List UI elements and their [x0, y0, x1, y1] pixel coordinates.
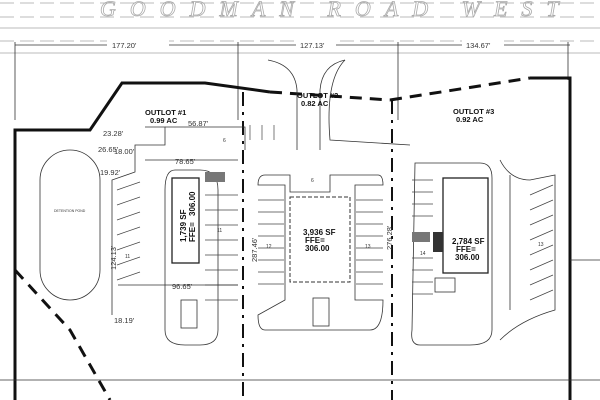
building-3-ffe-label: FFE= — [456, 245, 476, 254]
dim-56-87: 56.87' — [188, 119, 209, 128]
dim-287-46: 287.46' — [250, 237, 259, 262]
road-name: GOODMAN ROAD WEST — [100, 0, 573, 21]
building-1-ffe-label: FFE= — [188, 222, 197, 242]
frontage-dimensions: 177.20' 127.13' 134.67' — [14, 40, 570, 120]
building-1-ffe: 306.00 — [188, 191, 197, 216]
dim-18-19: 18.19' — [114, 316, 135, 325]
outlot-2-name: OUTLOT #2 — [297, 91, 338, 100]
parking-count: 13 — [365, 244, 371, 250]
dim-96-65: 96.65' — [172, 282, 193, 291]
dim-276-28: 276.28' — [385, 225, 394, 250]
parking-count: 6 — [311, 178, 314, 184]
dim-19-92: 19.92' — [100, 168, 121, 177]
frontage-dim-2: 127.13' — [300, 41, 325, 50]
building-1-area: 1,739 SF — [179, 209, 188, 242]
dim-18: 18.00' — [114, 147, 135, 156]
dim-78-65: 78.65' — [175, 157, 196, 166]
road: GOODMAN ROAD WEST — [0, 0, 600, 54]
pond-label: DETENTION POND — [54, 209, 86, 213]
building-3-ffe: 306.00 — [455, 253, 480, 262]
outlot-3-area: 0.92 AC — [456, 115, 484, 124]
parking-count: 12 — [266, 244, 272, 250]
parking-count: 11 — [125, 254, 130, 260]
outlot-3-layout: 2,784 SF FFE= 306.00 14 13 — [411, 159, 556, 346]
frontage-dim-1: 177.20' — [112, 41, 137, 50]
building-3-area: 2,784 SF — [452, 237, 485, 246]
dim-26-65: 26.65' — [98, 145, 119, 154]
outlot-2-area: 0.82 AC — [301, 99, 329, 108]
outlot-3-name: OUTLOT #3 — [453, 107, 494, 116]
outlot-2-layout: 287.46' 276.28' 3,936 SF FFE= 306.00 6 1… — [250, 174, 394, 331]
outlot-1-layout: DETENTION POND 18.00' 56.87' 23.28' 26.6… — [39, 119, 275, 346]
dim-124-13: 124.13' — [109, 245, 118, 270]
building-2-ffe: 306.00 — [305, 244, 330, 253]
parking-count: 14 — [420, 251, 426, 257]
parking-count: 6 — [223, 138, 226, 144]
dim-23-28: 23.28' — [103, 129, 124, 138]
parking-count: 11 — [217, 228, 222, 234]
property-boundary — [0, 59, 600, 400]
frontage-dim-3: 134.67' — [466, 41, 491, 50]
outlot-1-area: 0.99 AC — [150, 116, 178, 125]
building-2-area: 3,936 SF — [303, 228, 336, 237]
building-2-ffe-label: FFE= — [305, 236, 325, 245]
parking-count: 13 — [538, 242, 544, 248]
outlot-1-name: OUTLOT #1 — [145, 108, 186, 117]
